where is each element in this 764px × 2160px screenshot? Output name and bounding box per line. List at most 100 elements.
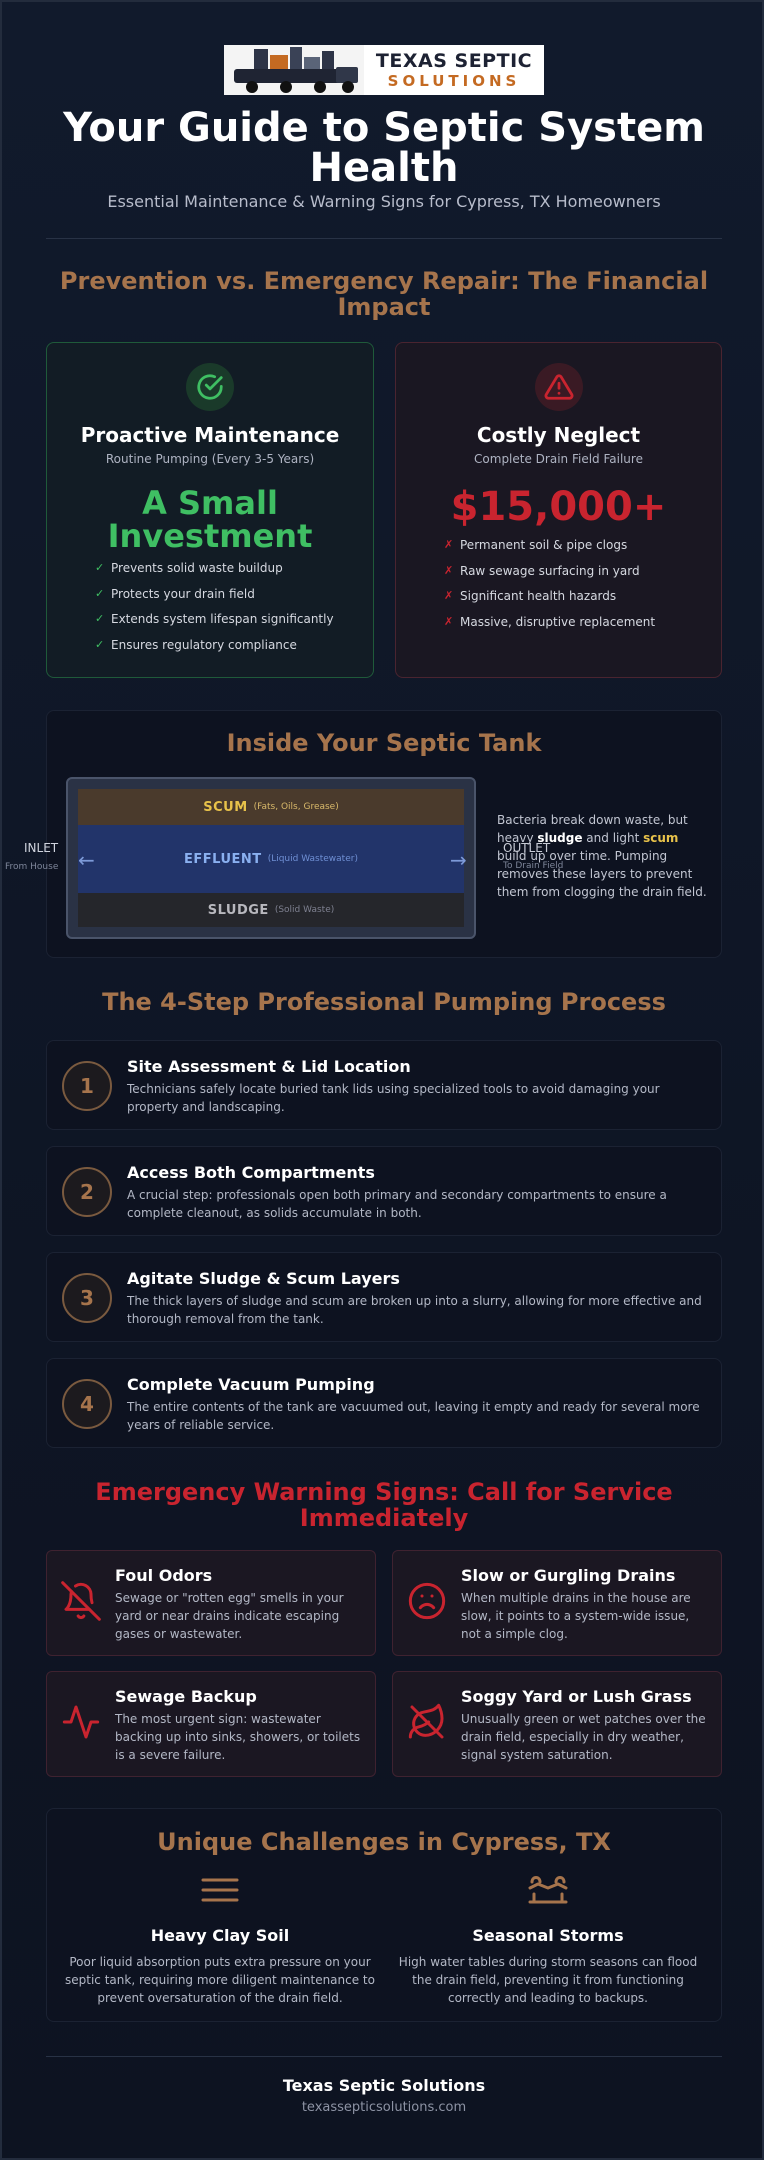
sludge-layer: SLUDGE (Solid Waste) [78,893,464,927]
logo-line-2: SOLUTIONS [387,71,521,90]
outlet-label: OUTLET [503,841,551,855]
effluent-label: EFFLUENT [184,851,262,867]
list-item: ✓Prevents solid waste buildup [95,561,283,575]
challenge-text: Poor liquid absorption puts extra pressu… [65,1955,375,2005]
tank-title: Inside Your Septic Tank [226,729,542,757]
warning-text: Sewage or "rotten egg" smells in your ya… [115,1591,344,1641]
logo-truck-illustration [224,45,364,95]
proactive-benefits: ✓Prevents solid waste buildup ✓Protects … [95,561,334,663]
checkmark-icon: ✓ [95,612,105,625]
inlet-label: INLET [24,841,59,855]
footer-divider [46,2056,722,2057]
challenge-text: High water tables during storm seasons c… [398,1955,698,2005]
frown-icon [407,1581,447,1621]
cross-icon: ✗ [444,538,454,551]
sludge-desc: (Solid Waste) [274,905,335,915]
warning-card: Slow or Gurgling Drains When multiple dr… [392,1550,722,1656]
check-circle-icon [186,363,234,411]
neglect-cost: $15,000+ [450,484,667,530]
effluent-desc: (Liquid Wastewater) [267,854,358,864]
footer-website-link[interactable]: texassepticsolutions.com [301,2100,467,2115]
leaf-off-icon [407,1702,447,1742]
warnings-title: Emergency Warning Signs: Call for Servic… [95,1478,673,1532]
step-title: Site Assessment & Lid Location [127,1057,411,1076]
scum-desc: (Fats, Oils, Grease) [253,802,339,812]
warning-text: Unusually green or wet patches over the … [461,1712,706,1762]
inlet-sublabel: From House [5,862,59,872]
step-number: 3 [62,1273,112,1323]
list-item: ✗Massive, disruptive replacement [444,614,656,629]
neglect-title: Costly Neglect [476,423,641,447]
step-title: Complete Vacuum Pumping [127,1375,375,1394]
warning-text: The most urgent sign: wastewater backing… [115,1712,361,1762]
cypress-title: Unique Challenges in Cypress, TX [157,1828,611,1856]
list-item: ✓Ensures regulatory compliance [95,637,297,652]
step-description: A crucial step: professionals open both … [127,1188,667,1220]
scum-layer: SCUM (Fats, Oils, Grease) [78,789,464,825]
warning-text: When multiple drains in the house are sl… [461,1591,691,1641]
pulse-icon [61,1702,101,1742]
challenge-title: Seasonal Storms [472,1926,624,1945]
page-title: Your Guide to Septic System Health [63,105,705,191]
process-step: 3 Agitate Sludge & Scum Layers The thick… [46,1252,722,1342]
scum-label: SCUM [203,799,248,815]
proactive-title: Proactive Maintenance [80,423,340,447]
step-number: 2 [62,1167,112,1217]
warning-title: Soggy Yard or Lush Grass [461,1687,692,1706]
step-number: 4 [62,1379,112,1429]
logo-line-1: TEXAS SEPTIC [375,49,533,72]
inlet-arrow-icon: ← [78,848,95,872]
bell-off-icon [61,1581,101,1621]
neglect-subtitle: Complete Drain Field Failure [474,452,643,466]
warning-title: Foul Odors [115,1566,213,1585]
proactive-subtitle: Routine Pumping (Every 3-5 Years) [105,452,315,466]
challenge-item: Seasonal Storms High water tables during… [388,1872,708,2007]
warning-card: Soggy Yard or Lush Grass Unusually green… [392,1671,722,1777]
cypress-panel [46,1808,722,2022]
sludge-label: SLUDGE [207,902,269,918]
comparison-title: Prevention vs. Emergency Repair: The Fin… [59,267,709,321]
checkmark-icon: ✓ [95,586,105,600]
proactive-card: Proactive Maintenance Routine Pumping (E… [46,342,374,678]
challenge-title: Heavy Clay Soil [150,1926,290,1945]
process-step: 4 Complete Vacuum Pumping The entire con… [46,1358,722,1448]
step-number: 1 [62,1061,112,1111]
process-step: 2 Access Both Compartments A crucial ste… [46,1146,722,1236]
checkmark-icon: ✓ [95,637,105,651]
divider [46,238,722,239]
footer-company-name: Texas Septic Solutions [282,2076,486,2095]
cross-icon: ✗ [444,563,454,577]
warning-card: Foul Odors Sewage or "rotten egg" smells… [46,1550,376,1656]
process-step: 1 Site Assessment & Lid Location Technic… [46,1040,722,1130]
step-description: The entire contents of the tank are vacu… [127,1400,700,1432]
list-item: ✓Protects your drain field [95,586,255,601]
logo: TEXAS SEPTIC SOLUTIONS [224,45,544,95]
cross-icon: ✗ [444,614,454,628]
list-item: ✓Extends system lifespan significantly [95,612,334,626]
outlet-sublabel: To Drain Field [503,861,564,871]
step-description: Technicians safely locate buried tank li… [127,1082,660,1114]
warning-card: Sewage Backup The most urgent sign: wast… [46,1671,376,1777]
list-item: ✗Permanent soil & pipe clogs [444,538,628,552]
proactive-highlight: A Small Investment [107,484,313,555]
tank-explanation: Bacteria break down waste, but heavy slu… [497,813,707,899]
logo-wordmark: TEXAS SEPTIC SOLUTIONS [364,49,544,90]
outlet-arrow-icon: → [450,848,467,872]
page-subtitle: Essential Maintenance & Warning Signs fo… [107,192,661,211]
step-description: The thick layers of sludge and scum are … [127,1294,702,1326]
process-title: The 4-Step Professional Pumping Process [102,988,666,1016]
cross-icon: ✗ [444,589,454,602]
storm-icon [388,1872,708,1912]
neglect-consequences: ✗Permanent soil & pipe clogs ✗Raw sewage… [444,538,655,640]
warning-triangle-icon [534,363,583,411]
warning-title: Slow or Gurgling Drains [461,1566,676,1585]
step-title: Access Both Compartments [127,1163,375,1182]
layers-icon [60,1872,380,1912]
list-item: ✗Raw sewage surfacing in yard [444,563,640,578]
neglect-card: Costly Neglect Complete Drain Field Fail… [395,342,722,678]
effluent-layer: EFFLUENT (Liquid Wastewater) [78,825,464,893]
step-title: Agitate Sludge & Scum Layers [127,1269,400,1288]
checkmark-icon: ✓ [95,561,105,574]
warning-title: Sewage Backup [115,1687,257,1706]
